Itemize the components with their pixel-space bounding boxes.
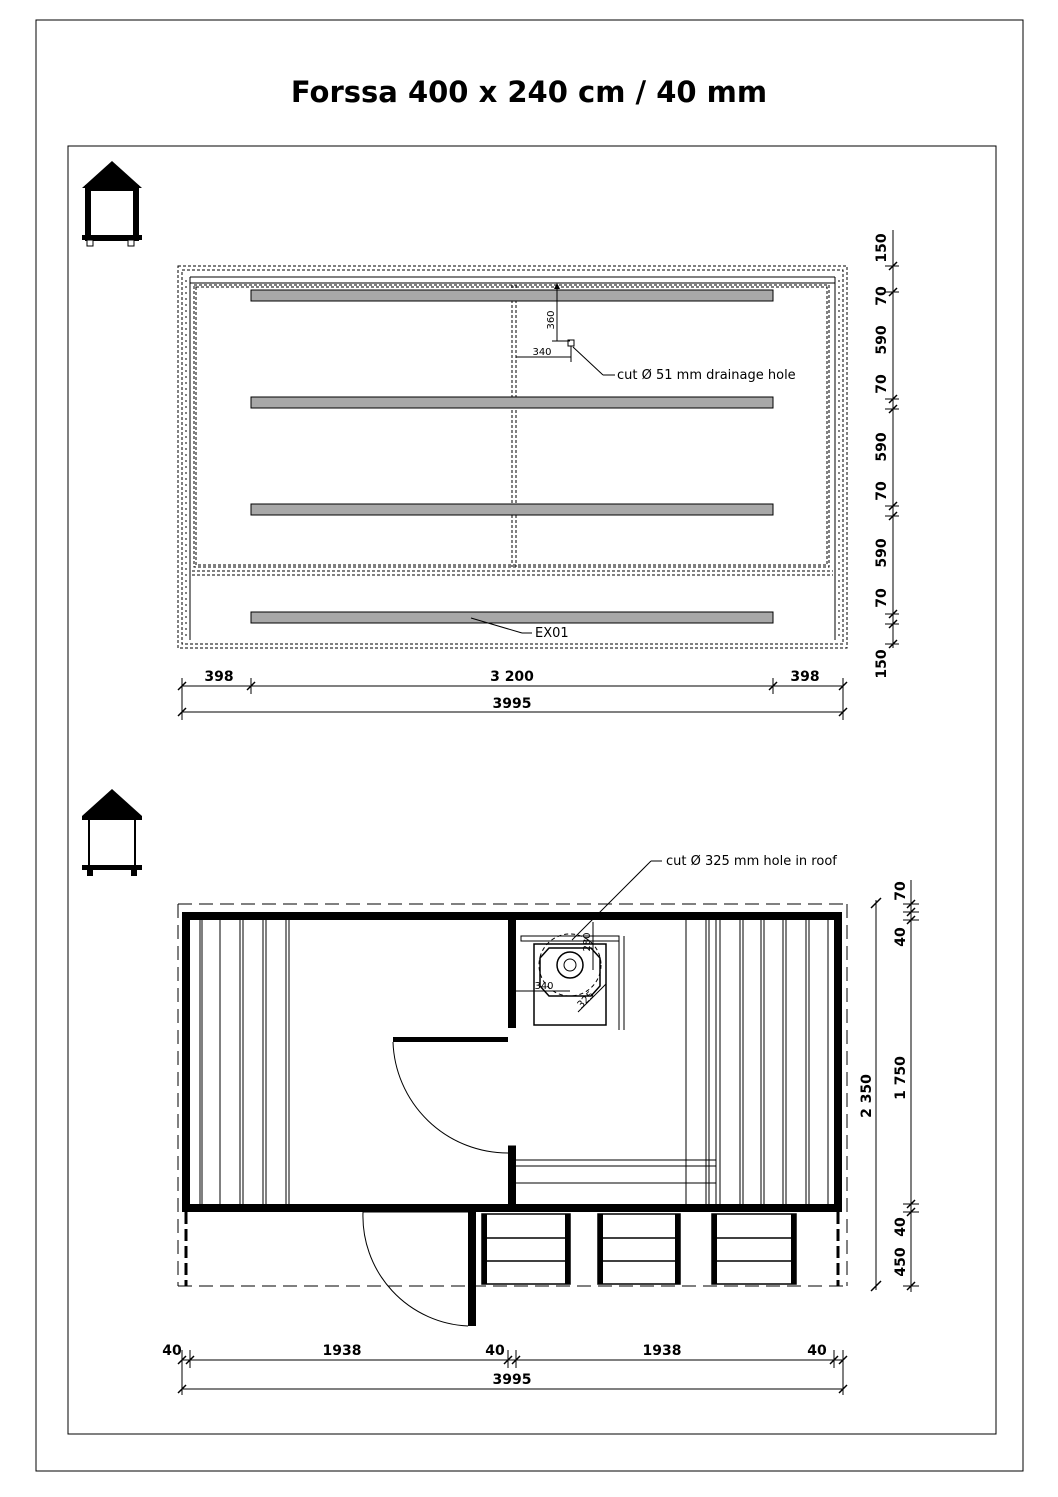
dim-side-3: 590 xyxy=(874,325,890,354)
dim-floor-total: 3995 xyxy=(493,1372,532,1388)
dim-foundation-middle: 3 200 xyxy=(490,669,534,685)
dim-side-1: 150 xyxy=(874,233,890,262)
floor-plan: 340 325 280 cut Ø 325 mm hole in roof xyxy=(177,854,848,1327)
dim-floor-side-3: 1 750 xyxy=(893,1056,909,1100)
wall-right xyxy=(834,912,842,1212)
stove-offset-y: 280 xyxy=(582,932,593,951)
dim-side-8: 70 xyxy=(874,588,890,608)
drainage-offset-x: 340 xyxy=(532,347,551,358)
wall-divider xyxy=(508,912,516,1028)
dim-side-2: 70 xyxy=(874,286,890,306)
foundation-depth-dimensions: 150 70 590 70 590 70 590 70 150 xyxy=(874,230,899,679)
dim-floor-side-2: 40 xyxy=(893,927,909,947)
dim-foundation-right: 398 xyxy=(790,669,819,685)
dim-floor-side-1: 70 xyxy=(893,881,909,901)
dim-floor-4: 1938 xyxy=(643,1343,682,1359)
drainage-hole-label: cut Ø 51 mm drainage hole xyxy=(617,368,796,383)
interior-door-leaf xyxy=(393,1037,508,1042)
roof-hole-label: cut Ø 325 mm hole in roof xyxy=(666,854,837,869)
floor-width-dimensions: 40 1938 40 1938 40 3995 xyxy=(162,1343,848,1395)
dim-side-5: 590 xyxy=(874,432,890,461)
drainage-offset-y: 360 xyxy=(546,310,557,329)
house-front-icon xyxy=(82,161,142,247)
dim-floor-side-5: 450 xyxy=(893,1247,909,1276)
sauna-stove xyxy=(520,933,625,1030)
house-section-icon xyxy=(82,789,142,876)
wall-mid xyxy=(182,1204,842,1212)
foundation-beam xyxy=(250,611,774,624)
beam-label: EX01 xyxy=(535,626,569,641)
porch-door-post xyxy=(468,1212,476,1326)
foundation-beam xyxy=(250,289,774,302)
dim-floor-3: 40 xyxy=(485,1343,505,1359)
stove-offset-x: 340 xyxy=(534,981,553,992)
dim-side-4: 70 xyxy=(874,374,890,394)
dim-floor-1: 40 xyxy=(162,1343,182,1359)
dim-side-9: 150 xyxy=(874,649,890,678)
dim-side-6: 70 xyxy=(874,481,890,501)
page-title: Forssa 400 x 240 cm / 40 mm xyxy=(291,75,767,109)
dim-side-7: 590 xyxy=(874,538,890,567)
floor-depth-dimensions: 2 350 70 40 1 750 40 450 xyxy=(859,880,919,1292)
dim-foundation-left: 398 xyxy=(204,669,233,685)
outer-frame xyxy=(35,19,1024,1472)
dim-floor-depth-total: 2 350 xyxy=(859,1074,875,1118)
wall-left xyxy=(182,912,190,1212)
foundation-width-dimensions: 398 3 200 398 3995 xyxy=(177,669,848,720)
dim-floor-2: 1938 xyxy=(323,1343,362,1359)
dim-floor-side-4: 40 xyxy=(893,1217,909,1237)
foundation-beam xyxy=(250,503,774,516)
foundation-beam xyxy=(250,396,774,409)
foundation-plan: 360 340 cut Ø 51 mm drainage hole EX01 xyxy=(177,265,848,649)
inner-frame xyxy=(67,145,997,1435)
dim-floor-5: 40 xyxy=(807,1343,827,1359)
dim-foundation-total: 3995 xyxy=(493,696,532,712)
wall-divider-lower xyxy=(508,1146,516,1204)
